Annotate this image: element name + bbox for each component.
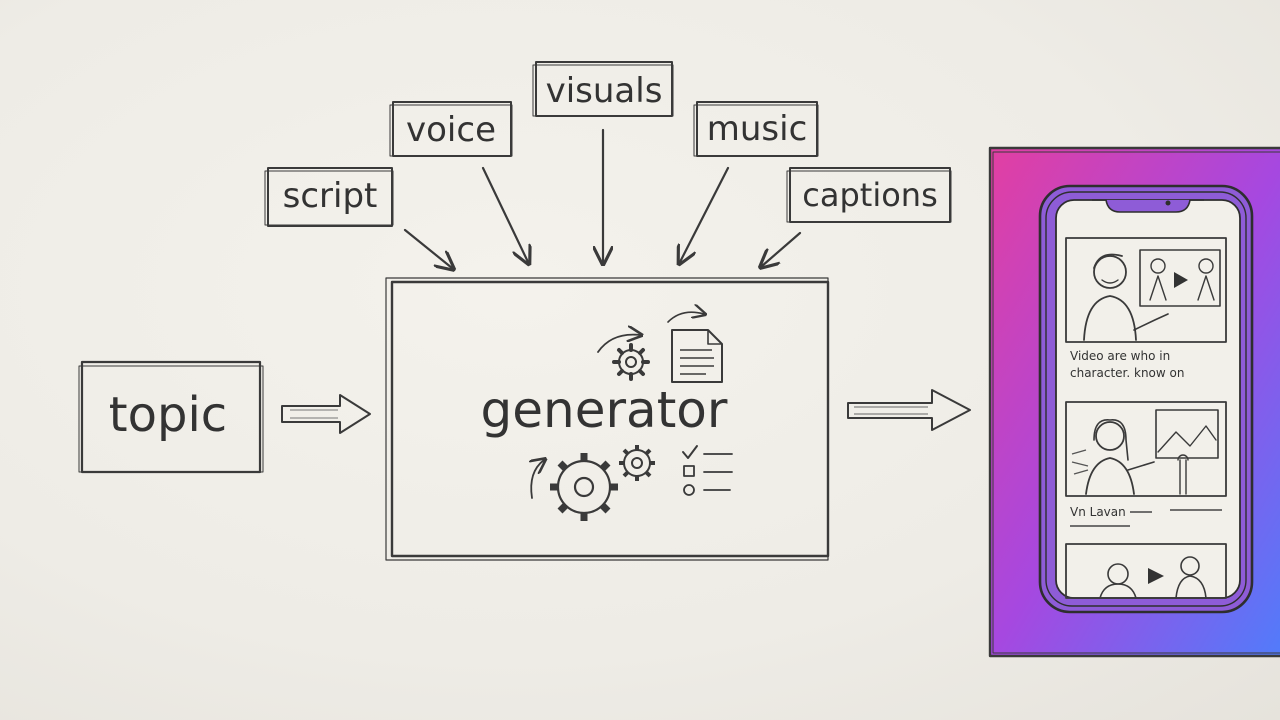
card1-text-line1: Video are who in <box>1070 349 1170 363</box>
captions-label: captions <box>802 176 937 214</box>
captions-box: captions <box>786 167 952 223</box>
presenter-woman-icon <box>1095 421 1125 451</box>
gear-large-icon <box>550 453 618 521</box>
voice-box: voice <box>389 101 513 157</box>
checklist-icon <box>682 445 733 496</box>
voice-label: voice <box>406 110 496 150</box>
camera-icon <box>1165 200 1171 206</box>
topic-arrow <box>281 394 371 434</box>
inner-screen <box>1139 249 1221 307</box>
arrow-captions <box>762 231 802 266</box>
arrow-music <box>680 166 730 262</box>
arrow-voice <box>481 166 528 262</box>
card2-text: Vn Lavan <box>1070 505 1126 519</box>
video-card-3 <box>1065 543 1227 599</box>
script-label: script <box>283 176 378 216</box>
play-icon <box>1174 272 1188 288</box>
script-box: script <box>264 167 394 227</box>
generator-box: generator <box>385 277 830 561</box>
topic-box: topic <box>78 360 264 474</box>
gear-small-icon <box>612 343 650 381</box>
arrow-script <box>403 228 452 268</box>
topic-label: topic <box>109 387 227 443</box>
cycle-arrow-icon <box>597 335 640 353</box>
input-arrows <box>403 128 802 268</box>
presenter-man-icon <box>1083 253 1137 341</box>
card1-text-line2: character. know on <box>1070 366 1184 380</box>
visuals-box: visuals <box>532 61 674 117</box>
phone: Video are who in character. know on Vn L… <box>1038 184 1254 614</box>
visuals-label: visuals <box>546 71 663 111</box>
music-label: music <box>707 109 808 149</box>
video-card-1 <box>1065 237 1227 343</box>
refresh-arrow-icon <box>531 460 544 499</box>
generator-label: generator <box>481 381 728 439</box>
video-card-2 <box>1065 401 1227 497</box>
play-icon-2 <box>1148 568 1164 584</box>
document-icon <box>667 312 723 383</box>
music-box: music <box>693 101 819 157</box>
gear-medium-icon <box>619 445 655 481</box>
output-arrow <box>847 389 971 431</box>
